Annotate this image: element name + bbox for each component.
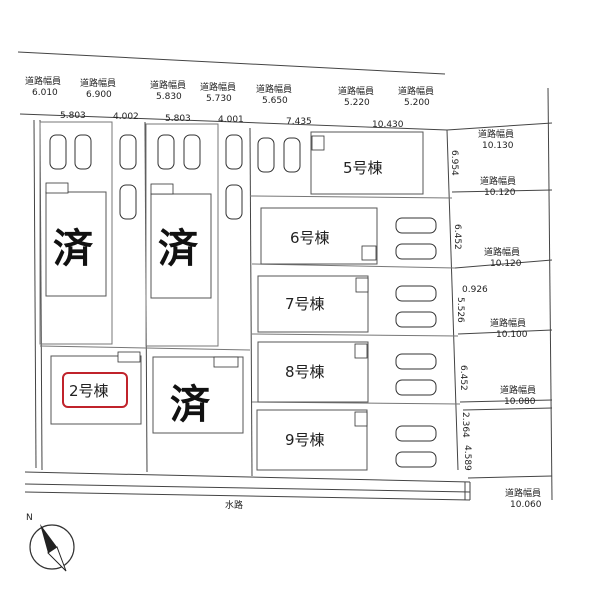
sold-mark: 済 [53,226,94,272]
svg-text:道路幅員: 道路幅員 [200,81,236,93]
house-9 [256,409,368,471]
building-label-9: 9号棟 [285,431,325,449]
svg-text:10.120: 10.120 [484,188,516,198]
building-label-6: 6号棟 [290,229,330,247]
building-label-8: 8号棟 [285,363,325,381]
svg-text:5.650: 5.650 [262,96,288,106]
svg-text:道路幅員: 道路幅員 [478,128,514,140]
house-sold-1 [45,191,107,297]
house-7 [257,275,369,333]
svg-text:5.526: 5.526 [455,297,465,323]
top-road-widths: 道路幅員 6.010 道路幅員 6.900 道路幅員 5.830 道路幅員 5.… [25,75,434,108]
sold-mark: 済 [158,226,199,272]
svg-text:道路幅員: 道路幅員 [398,85,434,97]
svg-text:6.954: 6.954 [449,150,459,176]
frontage-dims: 5.803 4.002 5.803 4.001 7.435 10.430 [60,111,404,130]
svg-text:10.060: 10.060 [510,500,542,510]
svg-text:5.803: 5.803 [60,111,86,121]
ac-units [45,135,377,427]
svg-text:0.926: 0.926 [462,285,488,295]
side-dims: 6.954 6.452 0.926 5.526 6.452 2.364 4.58… [449,150,488,471]
car-icon [119,134,137,170]
svg-text:5.220: 5.220 [344,98,370,108]
svg-text:2.364: 2.364 [460,412,470,438]
car-icon [119,184,137,220]
car-icon [395,243,437,260]
right-road-widths: 道路幅員 10.130 道路幅員 10.120 道路幅員 10.120 道路幅員… [478,128,542,510]
waterway-label: 水路 [225,499,243,511]
svg-text:5.200: 5.200 [404,98,430,108]
building-label-5: 5号棟 [343,159,383,177]
car-icon [395,311,437,328]
car-icon [225,184,243,220]
svg-text:道路幅員: 道路幅員 [490,317,526,329]
svg-text:道路幅員: 道路幅員 [484,246,520,258]
car-icon [257,137,275,173]
building-label-7: 7号棟 [285,295,325,313]
car-icon [225,134,243,170]
car-icon [157,134,175,170]
house-5 [310,131,424,195]
svg-text:道路幅員: 道路幅員 [256,83,292,95]
car-icon [74,134,92,170]
house-sold-2 [150,193,212,299]
svg-text:10.130: 10.130 [482,141,514,151]
car-icon [395,451,437,468]
svg-text:道路幅員: 道路幅員 [25,75,61,87]
svg-text:5.830: 5.830 [156,92,182,102]
north-arrow: N [26,513,75,572]
svg-text:6.900: 6.900 [86,90,112,100]
house-6 [260,207,378,265]
car-icon [283,137,301,173]
svg-text:道路幅員: 道路幅員 [480,175,516,187]
lot-boundaries [39,121,461,405]
svg-text:4.589: 4.589 [462,445,472,471]
car-icon [395,285,437,302]
svg-text:10.100: 10.100 [496,330,528,340]
svg-text:道路幅員: 道路幅員 [150,79,186,91]
svg-text:5.730: 5.730 [206,94,232,104]
car-icon [49,134,67,170]
building-label-2: 2号棟 [69,382,109,400]
car-icon [183,134,201,170]
svg-text:6.452: 6.452 [452,224,462,250]
car-icon [395,353,437,370]
svg-text:道路幅員: 道路幅員 [80,77,116,89]
car-icon [395,217,437,234]
svg-text:4.001: 4.001 [218,115,244,125]
parking-spaces [49,134,437,468]
sold-mark: 済 [170,382,211,428]
svg-text:道路幅員: 道路幅員 [505,487,541,499]
svg-text:10.120: 10.120 [490,259,522,269]
svg-text:道路幅員: 道路幅員 [338,85,374,97]
svg-text:4.002: 4.002 [113,112,139,122]
svg-text:6.010: 6.010 [32,88,58,98]
house-8 [257,341,369,403]
car-icon [395,379,437,396]
north-label: N [26,513,33,523]
svg-text:7.435: 7.435 [286,117,312,127]
house-sold-3 [152,356,244,434]
highlight-frame [62,372,128,408]
car-icon [395,425,437,442]
svg-text:5.803: 5.803 [165,114,191,124]
svg-text:道路幅員: 道路幅員 [500,384,536,396]
svg-text:6.452: 6.452 [458,365,468,391]
svg-text:10.080: 10.080 [504,397,536,407]
svg-text:10.430: 10.430 [372,120,404,130]
